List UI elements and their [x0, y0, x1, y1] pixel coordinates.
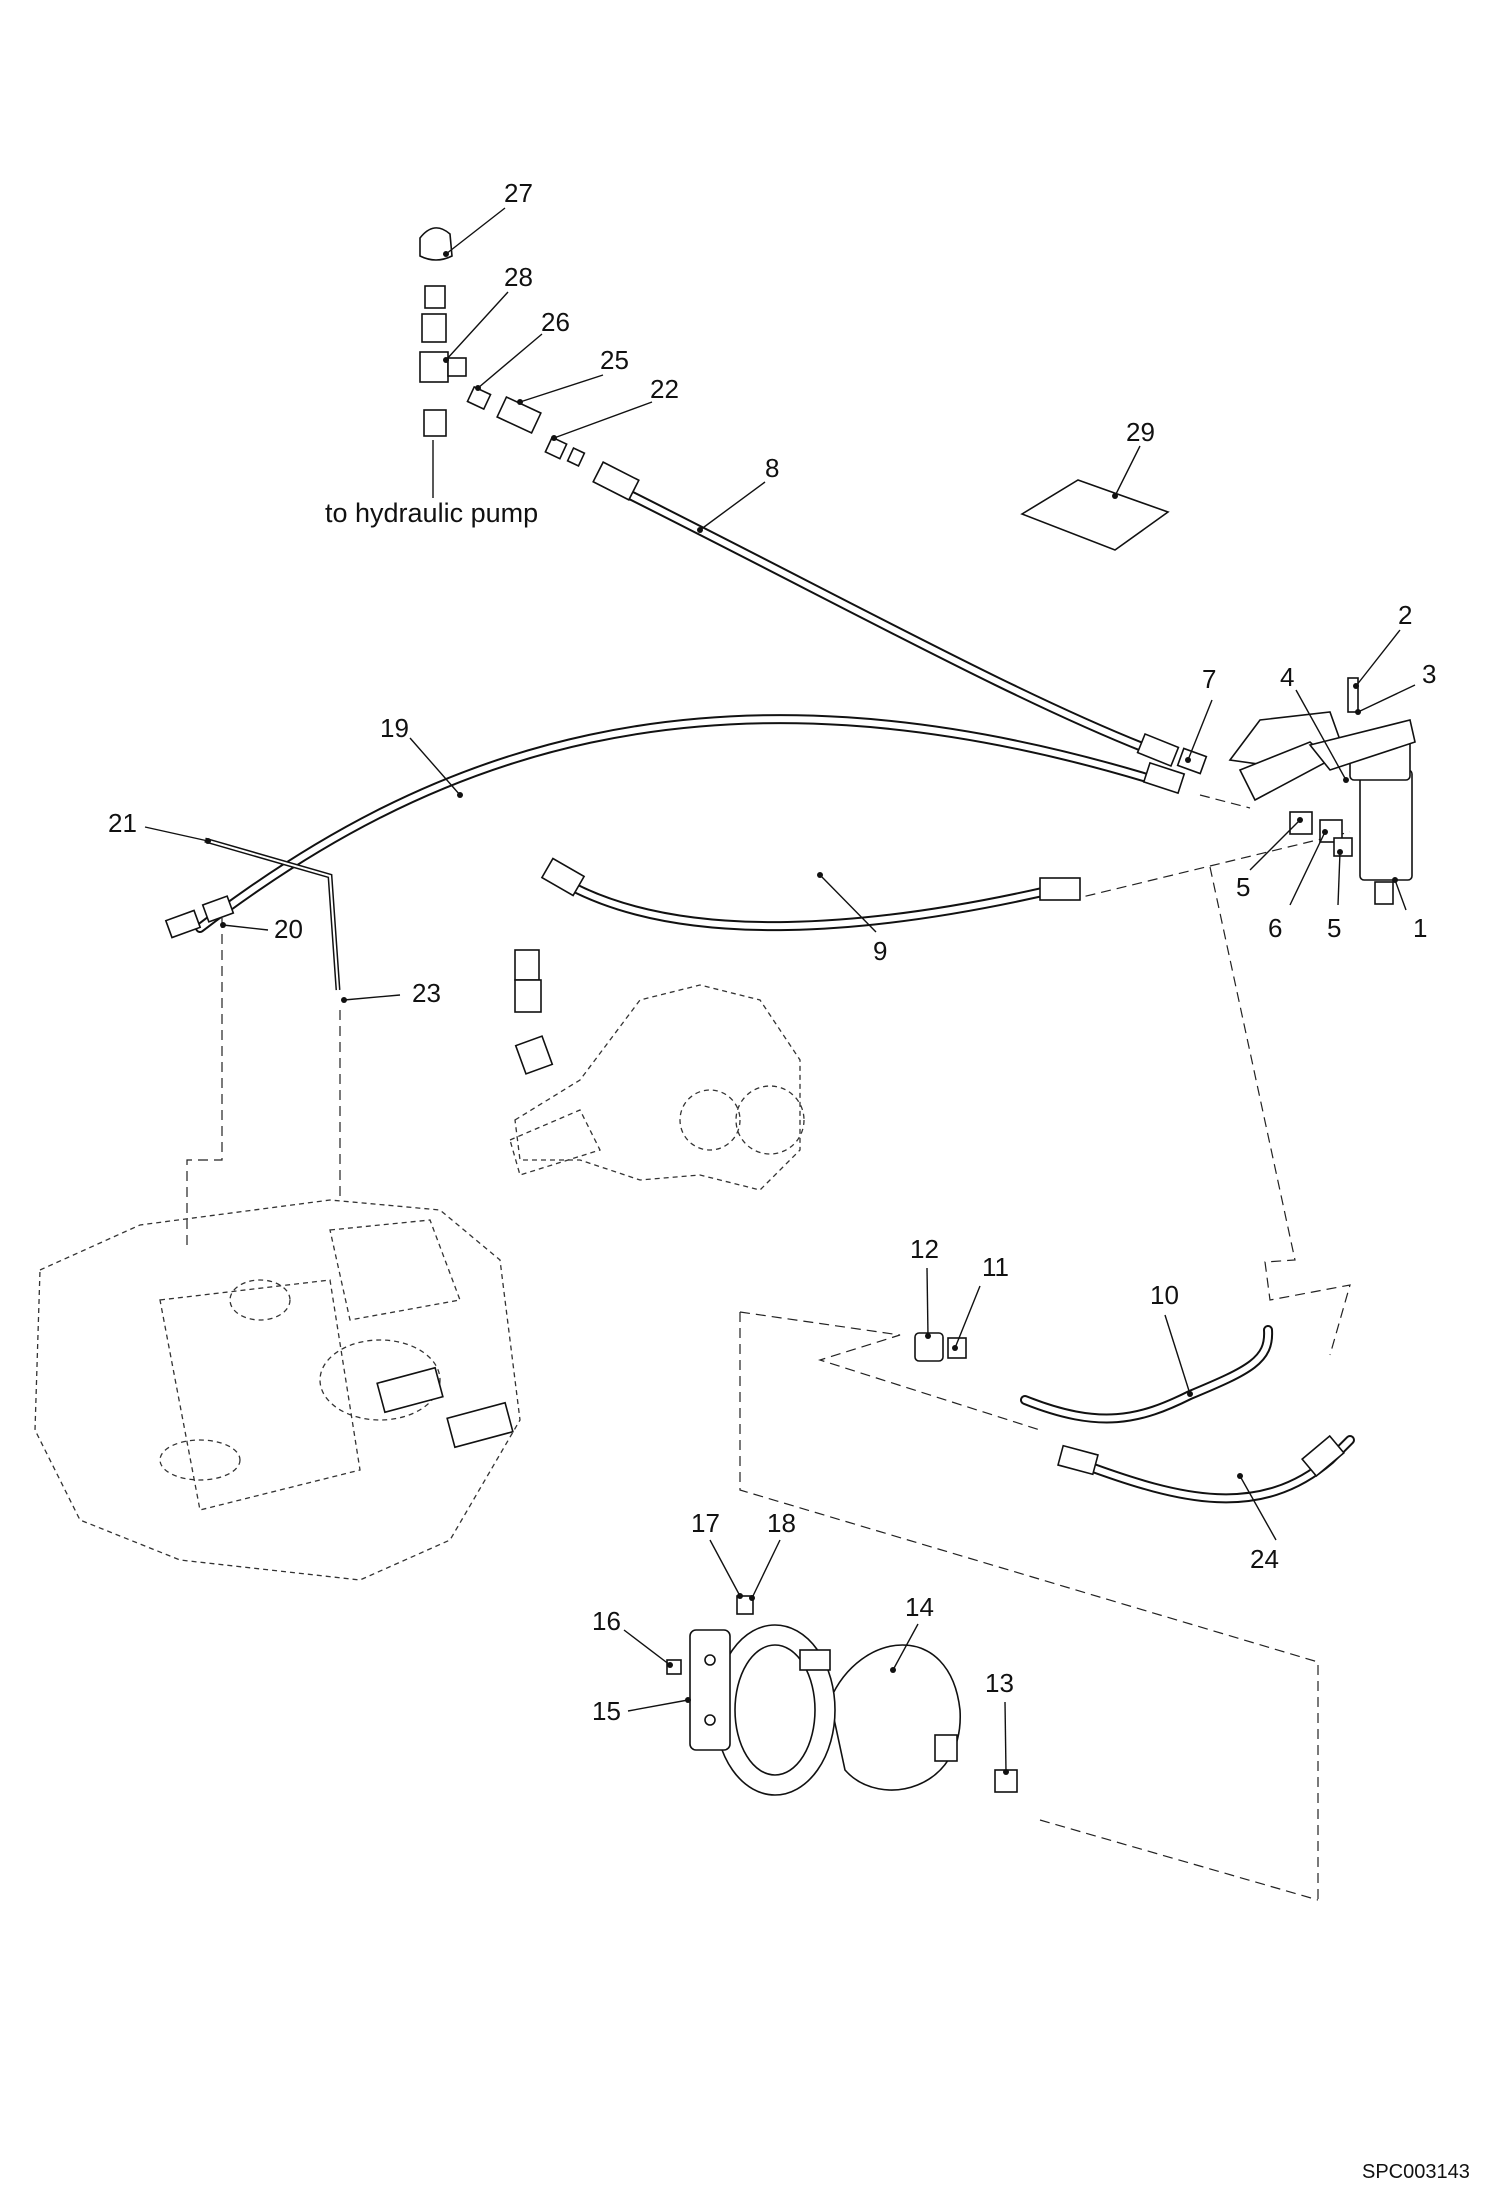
callout-27: 27 [504, 178, 533, 208]
callout-16: 16 [592, 1606, 621, 1636]
callout-15: 15 [592, 1696, 621, 1726]
callout-1: 1 [1413, 913, 1427, 943]
callout-23: 23 [412, 978, 441, 1008]
pump-assembly [509, 949, 805, 1191]
callout-8: 8 [765, 453, 779, 483]
pump-fitting-stack [419, 227, 586, 467]
callout-6: 6 [1268, 913, 1282, 943]
callout-24: 24 [1250, 1544, 1279, 1574]
valve-1 [1176, 677, 1416, 905]
callout-22: 22 [650, 374, 679, 404]
callout-5b: 5 [1327, 913, 1341, 943]
callout-21: 21 [108, 808, 137, 838]
callout-13: 13 [985, 1668, 1014, 1698]
callout-19: 19 [380, 713, 409, 743]
callout-3: 3 [1422, 659, 1436, 689]
drawing-code: SPC003143 [1362, 2161, 1470, 2183]
callout-25: 25 [600, 345, 629, 375]
transmission-ghost [34, 1199, 521, 1581]
fittings-11-12 [914, 1332, 967, 1362]
callout-20: 20 [274, 914, 303, 944]
callout-26: 26 [541, 307, 570, 337]
callout-12: 12 [910, 1234, 939, 1264]
callout-14: 14 [905, 1592, 934, 1622]
hoses [195, 485, 1355, 1504]
hose-ends [164, 461, 1345, 1478]
callout-28: 28 [504, 262, 533, 292]
callout-7: 7 [1202, 664, 1216, 694]
pump-note: to hydraulic pump [325, 498, 538, 528]
decal-29 [1020, 479, 1170, 551]
accumulator-assembly [666, 1595, 1018, 1796]
callouts: 1 2 3 4 5 5 6 7 8 9 10 11 12 13 14 15 16 [108, 178, 1470, 2183]
callout-29: 29 [1126, 417, 1155, 447]
callout-2: 2 [1398, 600, 1412, 630]
callout-10: 10 [1150, 1280, 1179, 1310]
callout-9: 9 [873, 936, 887, 966]
callout-4: 4 [1280, 662, 1294, 692]
callout-11: 11 [982, 1252, 1009, 1282]
assembly-lines [186, 794, 1351, 1901]
callout-5a: 5 [1236, 872, 1250, 902]
callout-17: 17 [691, 1508, 720, 1538]
callout-18: 18 [767, 1508, 796, 1538]
